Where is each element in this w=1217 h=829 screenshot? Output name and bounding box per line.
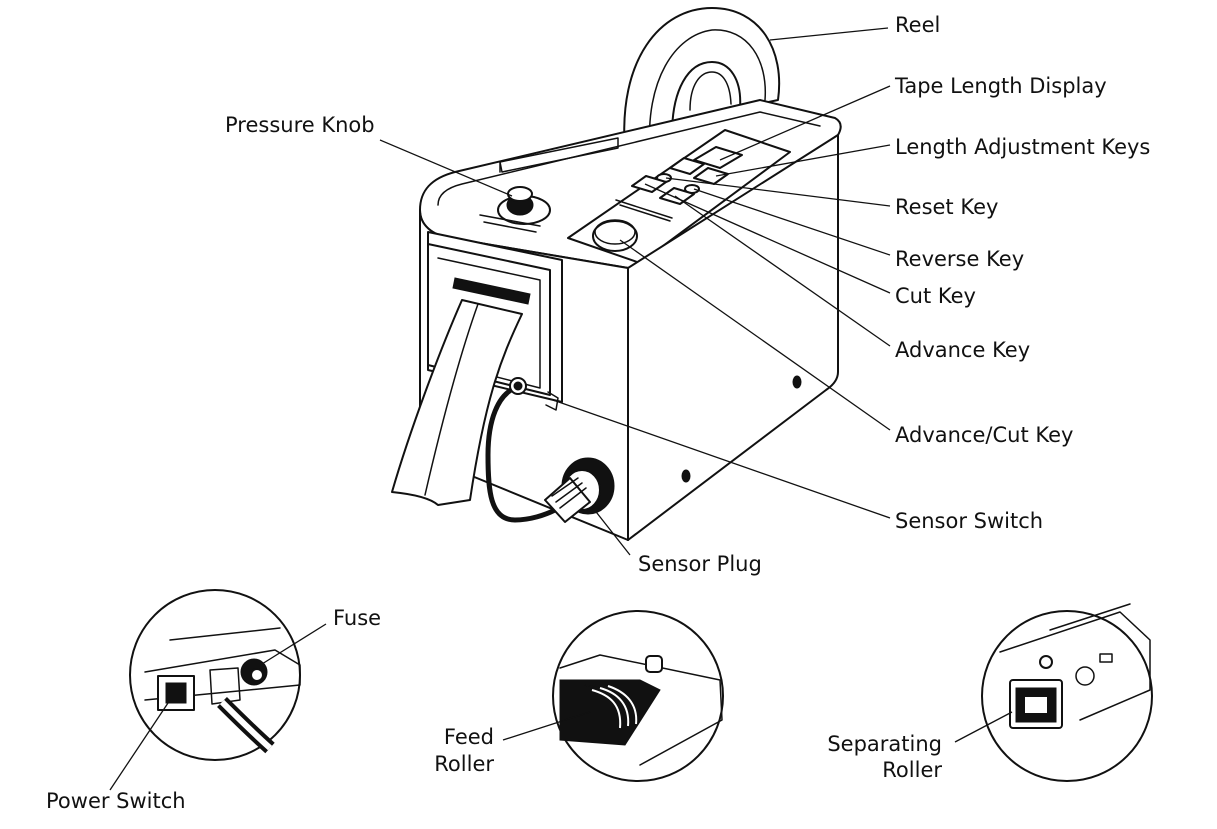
label-feed-roller-line1: Feed bbox=[444, 725, 494, 749]
label-length-adjustment-keys: Length Adjustment Keys bbox=[895, 135, 1150, 159]
label-tape-length-display: Tape Length Display bbox=[894, 74, 1107, 98]
label-cut-key: Cut Key bbox=[895, 284, 976, 308]
right-side bbox=[627, 134, 839, 541]
label-feed-roller-line2: Roller bbox=[434, 752, 494, 776]
labels: Reel Tape Length Display Length Adjustme… bbox=[46, 13, 1150, 813]
detail-feed-roller bbox=[502, 610, 724, 782]
detail-power-fuse bbox=[109, 589, 327, 791]
tape-strip bbox=[391, 299, 523, 506]
display-window bbox=[693, 146, 743, 169]
label-pressure-knob: Pressure Knob bbox=[225, 113, 375, 137]
dispenser-machine bbox=[391, 7, 842, 541]
label-sensor-plug: Sensor Plug bbox=[638, 552, 762, 576]
label-reel: Reel bbox=[895, 13, 940, 37]
label-reset-key: Reset Key bbox=[895, 195, 998, 219]
label-separating-roller-line2: Roller bbox=[882, 758, 942, 782]
label-advance-cut-key: Advance/Cut Key bbox=[895, 423, 1073, 447]
leader-lines bbox=[379, 27, 891, 556]
detail-separating-roller bbox=[954, 603, 1153, 782]
label-power-switch: Power Switch bbox=[46, 789, 186, 813]
pressure-knob-illustration bbox=[479, 186, 551, 233]
label-advance-key: Advance Key bbox=[895, 338, 1030, 362]
label-reverse-key: Reverse Key bbox=[895, 247, 1024, 271]
label-fuse: Fuse bbox=[333, 606, 381, 630]
label-separating-roller-line1: Separating bbox=[827, 732, 942, 756]
sensor-plug-illustration bbox=[544, 457, 615, 523]
label-sensor-switch: Sensor Switch bbox=[895, 509, 1043, 533]
